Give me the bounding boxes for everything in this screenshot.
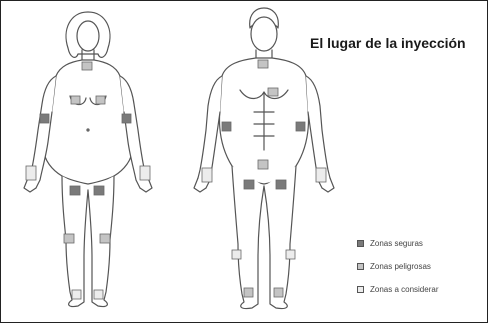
legend-label-dangerous: Zonas peligrosas bbox=[370, 262, 431, 271]
zone-ankle-right-female bbox=[94, 290, 103, 299]
legend-label-safe: Zonas seguras bbox=[370, 239, 423, 248]
legend-swatch-consider bbox=[357, 286, 364, 293]
zone-groin-male bbox=[258, 160, 268, 169]
zone-calf-right-male bbox=[286, 250, 295, 259]
legend-swatch-safe bbox=[357, 240, 364, 247]
zone-ankle-left-female bbox=[72, 290, 81, 299]
zone-knee-left-female bbox=[64, 234, 74, 243]
zone-thigh-left-female bbox=[70, 186, 80, 195]
female-figure bbox=[24, 12, 152, 307]
legend-item-dangerous: Zonas peligrosas bbox=[357, 261, 438, 272]
zone-ankle-right-male bbox=[274, 288, 283, 297]
zone-thigh-right-female bbox=[94, 186, 104, 195]
zone-upper-arm-left-female bbox=[40, 114, 49, 123]
zone-wrist-left-male bbox=[202, 168, 212, 182]
zone-chest-right-female bbox=[96, 96, 105, 104]
zone-calf-left-male bbox=[232, 250, 241, 259]
zone-upper-arm-left-male bbox=[222, 122, 231, 131]
male-figure bbox=[194, 8, 334, 309]
legend-item-consider: Zonas a considerar bbox=[357, 284, 438, 295]
zone-upper-arm-right-female bbox=[122, 114, 131, 123]
legend-item-safe: Zonas seguras bbox=[357, 238, 438, 249]
legend-label-consider: Zonas a considerar bbox=[370, 285, 438, 294]
zone-neck-female bbox=[82, 62, 92, 70]
legend-swatch-dangerous bbox=[357, 263, 364, 270]
zone-thigh-right-male bbox=[276, 180, 286, 189]
zone-upper-arm-right-male bbox=[296, 122, 305, 131]
zone-thigh-left-male bbox=[244, 180, 254, 189]
zone-chest-left-female bbox=[71, 96, 80, 104]
diagram-title: El lugar de la inyección bbox=[310, 35, 466, 51]
zone-knee-right-female bbox=[100, 234, 110, 243]
zone-ankle-left-male bbox=[244, 288, 253, 297]
zone-wrist-right-female bbox=[140, 166, 150, 180]
zone-wrist-right-male bbox=[316, 168, 326, 182]
zone-neck-male bbox=[258, 60, 268, 68]
zone-wrist-left-female bbox=[26, 166, 36, 180]
legend: Zonas seguras Zonas peligrosas Zonas a c… bbox=[357, 238, 438, 307]
zone-chest-male bbox=[268, 88, 278, 96]
